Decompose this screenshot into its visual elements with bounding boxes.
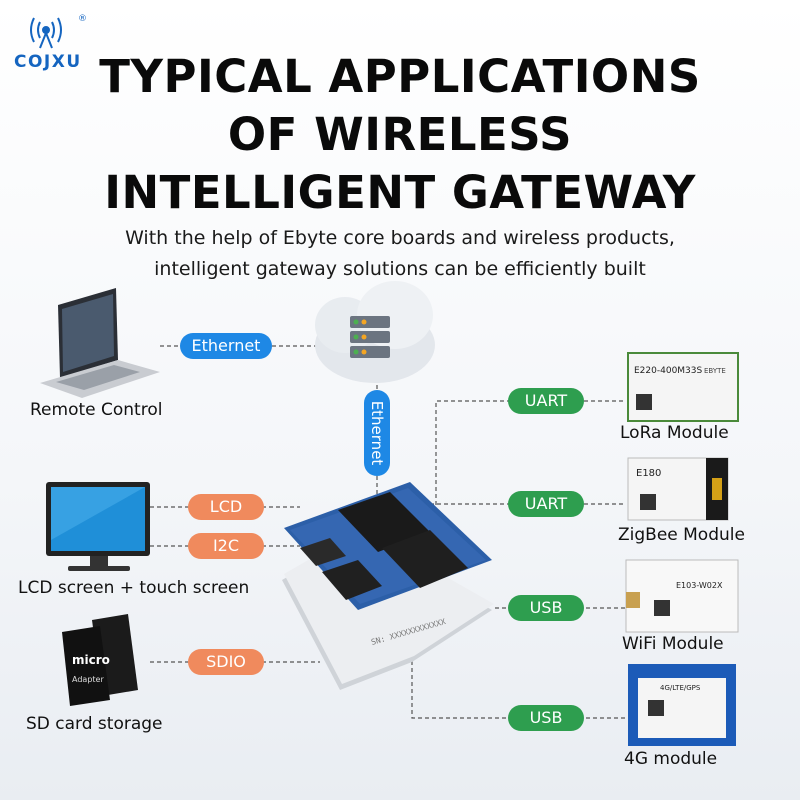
core-board-icon: SN: XXXXXXXXXXXX bbox=[282, 482, 494, 690]
i2c-link-label: I2C bbox=[188, 533, 264, 559]
wifi-module-label: WiFi Module bbox=[622, 634, 724, 654]
lora-model-text: E220-400M33S bbox=[634, 366, 703, 376]
ethernet-link-label: Ethernet bbox=[180, 333, 272, 359]
monitor-icon bbox=[46, 482, 150, 571]
registered-mark: ® bbox=[78, 14, 87, 24]
cloud-server-icon bbox=[315, 281, 435, 383]
fourg-model-text: 4G/LTE/GPS bbox=[660, 684, 701, 692]
ethernet-vertical-text: Ethernet bbox=[368, 400, 386, 466]
4g-module-image: 4G/LTE/GPS bbox=[628, 664, 736, 746]
wifi-module-image: E103-W02X bbox=[625, 559, 739, 633]
page-subtitle: With the help of Ebyte core boards and w… bbox=[0, 223, 800, 285]
brand-logo-icon bbox=[30, 17, 62, 49]
page-title: TYPICAL APPLICATIONS OF WIRELESS INTELLI… bbox=[0, 48, 800, 222]
uart-link-label-1: UART bbox=[508, 388, 584, 414]
laptop-icon bbox=[40, 288, 160, 398]
lcd-screen-label: LCD screen + touch screen bbox=[18, 578, 250, 598]
usb-link-label-2: USB bbox=[508, 705, 584, 731]
subtitle-line-2: intelligent gateway solutions can be eff… bbox=[154, 258, 646, 280]
lora-module-label: LoRa Module bbox=[620, 423, 729, 443]
lora-brand-text: EBYTE bbox=[704, 367, 726, 375]
4g-module-label: 4G module bbox=[624, 749, 718, 769]
sd-micro-text: micro bbox=[72, 653, 110, 667]
remote-control-label: Remote Control bbox=[30, 400, 163, 420]
usb-link-label-1: USB bbox=[508, 595, 584, 621]
zigbee-module-label: ZigBee Module bbox=[618, 525, 745, 545]
title-line-2: OF WIRELESS bbox=[227, 108, 573, 161]
title-line-1: TYPICAL APPLICATIONS bbox=[99, 50, 701, 103]
uart-link-label-2: UART bbox=[508, 491, 584, 517]
zigbee-model-text: E180 bbox=[636, 468, 661, 479]
subtitle-line-1: With the help of Ebyte core boards and w… bbox=[125, 227, 675, 249]
zigbee-module-image: E180 bbox=[627, 457, 729, 521]
wifi-model-text: E103-W02X bbox=[676, 581, 723, 590]
sd-card-label: SD card storage bbox=[26, 714, 163, 734]
title-line-3: INTELLIGENT GATEWAY bbox=[104, 166, 696, 219]
sd-card-icon: micro Adapter bbox=[62, 614, 138, 706]
brand-name: COJXU bbox=[14, 52, 82, 72]
ethernet-vertical-label: Ethernet bbox=[364, 390, 390, 476]
lora-module-image: E220-400M33S EBYTE bbox=[627, 352, 739, 422]
lcd-link-label: LCD bbox=[188, 494, 264, 520]
sdio-link-label: SDIO bbox=[188, 649, 264, 675]
sd-adapter-text: Adapter bbox=[72, 675, 104, 684]
